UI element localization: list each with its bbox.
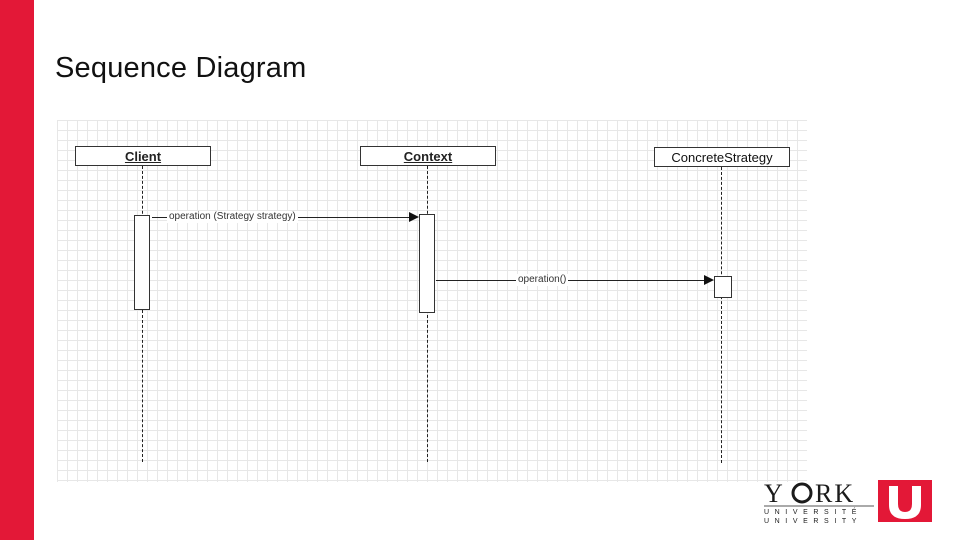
participant-client: Client [75, 146, 211, 166]
accent-side-bar [0, 0, 34, 540]
slide-title: Sequence Diagram [55, 52, 307, 84]
message-2-line [436, 280, 709, 281]
lifeline-concrete-strategy [721, 167, 722, 463]
participant-concrete-strategy-label: ConcreteStrategy [671, 149, 773, 165]
svg-text:RK: RK [815, 479, 855, 508]
york-university-logo: Y RK UNIVERSITÉ UNIVERSITY [764, 479, 932, 524]
participant-context-label: Context [403, 148, 453, 164]
lifeline-client [142, 166, 143, 462]
message-2-arrowhead [704, 275, 714, 285]
message-2-label: operation() [516, 274, 569, 286]
participant-client-label: Client [124, 148, 162, 164]
activation-context [419, 214, 435, 313]
activation-concrete-strategy [714, 276, 732, 298]
message-1-label: operation (Strategy strategy) [167, 211, 298, 223]
lifeline-context [427, 166, 428, 462]
activation-client [134, 215, 150, 310]
message-1-arrowhead [409, 212, 419, 222]
svg-text:UNIVERSITY: UNIVERSITY [764, 518, 862, 524]
svg-text:UNIVERSITÉ: UNIVERSITÉ [764, 507, 862, 516]
sequence-diagram: Client Context ConcreteStrategy operatio… [57, 120, 807, 482]
svg-text:Y: Y [764, 479, 785, 508]
participant-concrete-strategy: ConcreteStrategy [654, 147, 790, 167]
participant-context: Context [360, 146, 496, 166]
